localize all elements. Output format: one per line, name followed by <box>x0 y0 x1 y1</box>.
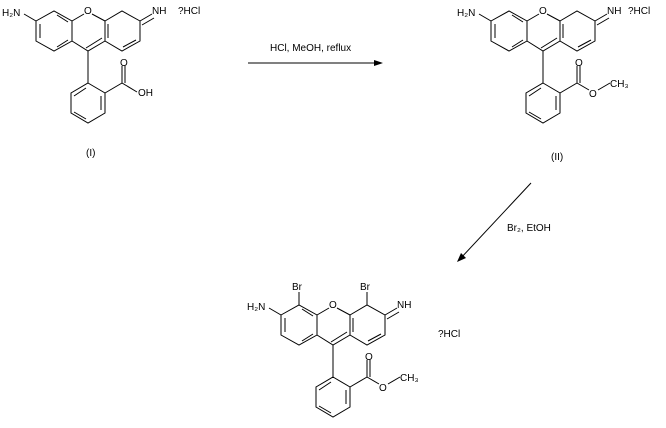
amine-label: H₂N <box>2 8 20 19</box>
reaction-arrow-2: Br₂, EtOH <box>457 182 551 262</box>
salt-label: ?HCl <box>438 329 460 340</box>
salt-label: ?HCl <box>178 6 200 17</box>
amine-label: H₂N <box>457 8 475 19</box>
carbonyl-oxygen-label: O <box>120 58 128 69</box>
reagents-label: Br₂, EtOH <box>507 223 551 234</box>
ester-oxygen-label: O <box>589 89 597 100</box>
ring-oxygen-label: O <box>84 6 92 17</box>
imine-label: NH <box>152 6 166 17</box>
compound-III: Br Br H₂N O NH ?HCl O O CH₃ <box>247 282 460 418</box>
reaction-arrow-1: HCl, MeOH, reflux <box>248 43 383 66</box>
hydroxyl-label: OH <box>138 88 153 99</box>
amine-label: H₂N <box>247 302 265 313</box>
methyl-label: CH₃ <box>400 373 419 384</box>
bromine-label-right: Br <box>360 282 371 293</box>
imine-label: NH <box>397 300 411 311</box>
methyl-label: CH₃ <box>610 79 629 90</box>
compound-II: H₂N O NH ?HCl O O CH₃ (II) <box>457 6 650 163</box>
imine-label: NH <box>607 6 621 17</box>
bromine-label-left: Br <box>292 282 303 293</box>
ring-oxygen-label: O <box>329 300 337 311</box>
reagents-label: HCl, MeOH, reflux <box>270 43 351 54</box>
carbonyl-oxygen-label: O <box>575 58 583 69</box>
compound-I: H₂N O NH ?HCl O OH (I) <box>2 6 200 159</box>
ester-oxygen-label: O <box>379 383 387 394</box>
salt-label: ?HCl <box>628 6 650 17</box>
compound-label: (II) <box>551 152 563 163</box>
carbonyl-oxygen-label: O <box>365 352 373 363</box>
ring-oxygen-label: O <box>539 6 547 17</box>
compound-label: (I) <box>86 148 95 159</box>
